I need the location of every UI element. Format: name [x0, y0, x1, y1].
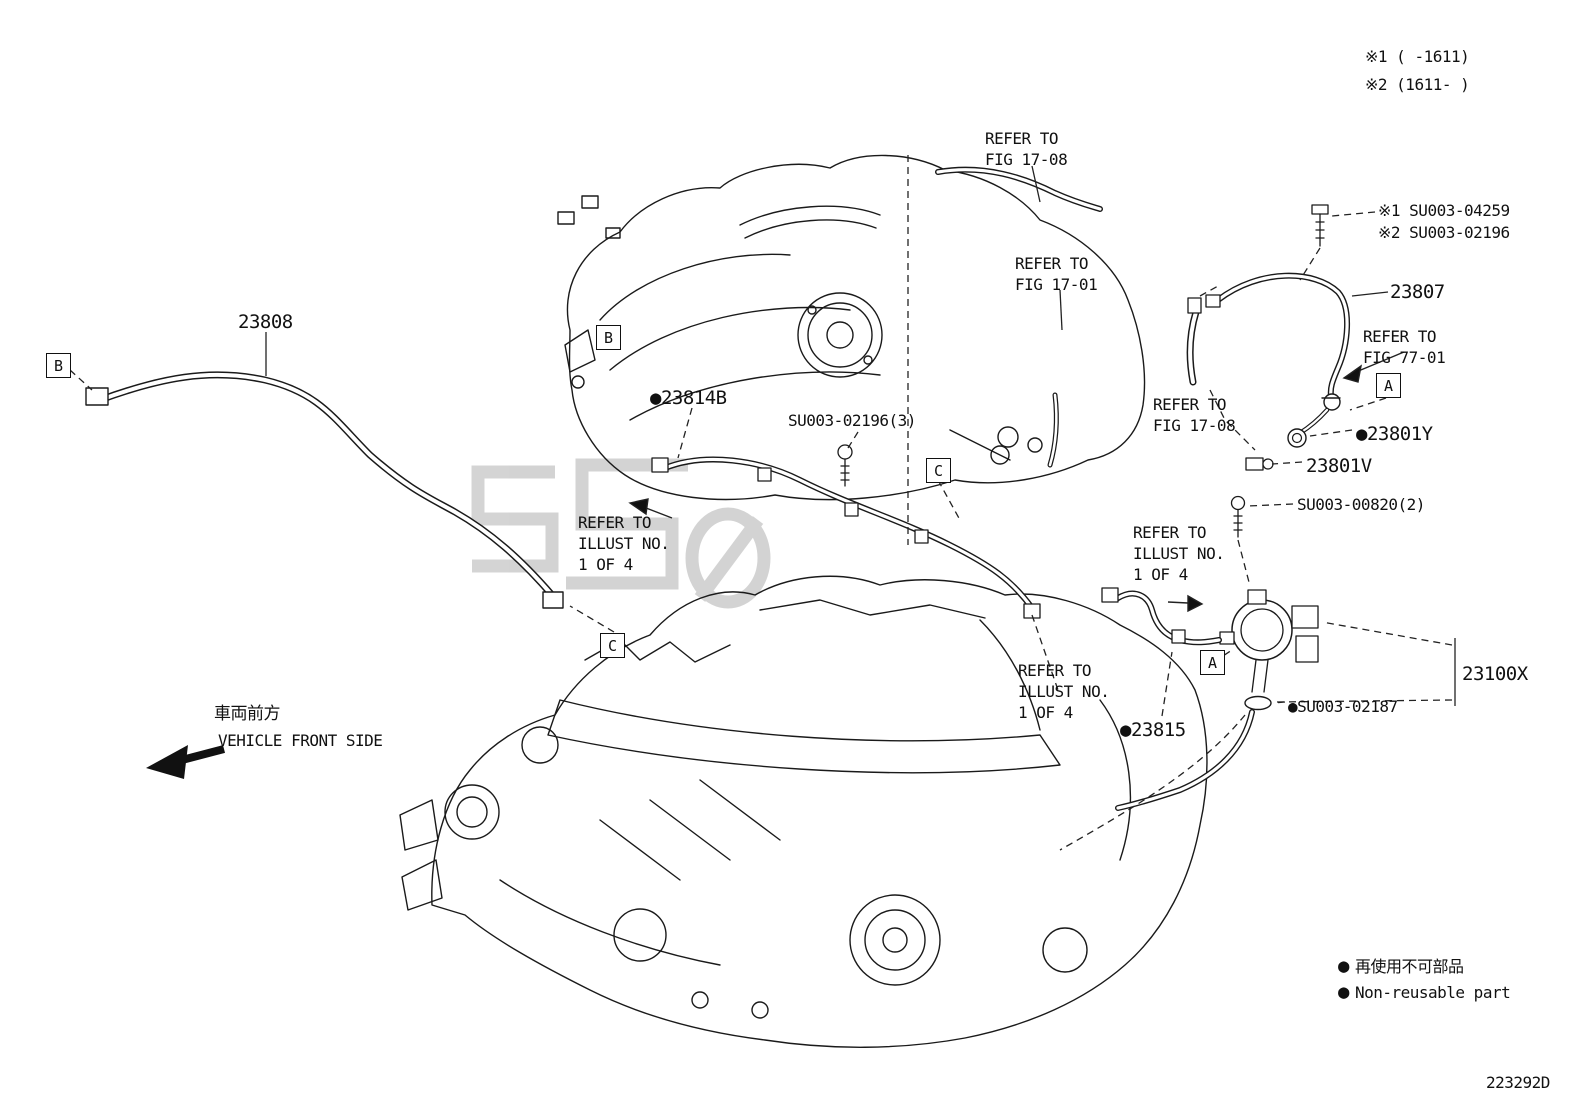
label-refer-fig-17-08-top: REFER TO FIG 17-08: [985, 129, 1068, 170]
diagram-id: 223292D: [1486, 1073, 1550, 1092]
non-reusable-bullet-icon: ●: [1338, 955, 1349, 977]
label-part-23808: 23808: [238, 311, 293, 333]
label-refer-illust-mid: REFER TO ILLUST NO. 1 OF 4: [1133, 523, 1225, 585]
label-su003-04259: ※1 SU003-04259: [1378, 201, 1510, 220]
note-1: ※1 ( -1611): [1365, 47, 1470, 66]
non-reusable-bullet-icon: ●: [1338, 981, 1349, 1003]
watermark-logo: [471, 458, 771, 609]
label-part-23815: ●23815: [1120, 719, 1186, 741]
legend-en-text: Non-reusable part: [1354, 983, 1511, 1002]
callout-c-mid: C: [926, 458, 951, 483]
label-refer-fig-17-01: REFER TO FIG 17-01: [1015, 254, 1098, 295]
legend-jp-text: 再使用不可部品: [1354, 957, 1464, 976]
vehicle-front-arrow: [146, 745, 226, 779]
label-refer-fig-77-01: REFER TO FIG 77-01: [1363, 327, 1446, 368]
label-part-23807: 23807: [1390, 281, 1445, 303]
label-su003-02196-3: SU003-02196(3): [788, 411, 916, 430]
label-refer-fig-17-08-right: REFER TO FIG 17-08: [1153, 395, 1236, 436]
note-2: ※2 (1611- ): [1365, 75, 1470, 94]
legend-non-reusable-jp: ● 再使用不可部品: [1338, 953, 1464, 977]
callout-a-mid: A: [1200, 650, 1225, 675]
callout-b-left: B: [46, 353, 71, 378]
label-su003-00820-2: SU003-00820(2): [1297, 495, 1425, 514]
label-part-23100x: 23100X: [1462, 663, 1528, 685]
label-part-23801y: ●23801Y: [1356, 423, 1433, 445]
label-refer-illust-left: REFER TO ILLUST NO. 1 OF 4: [578, 513, 670, 575]
label-part-23814b: ●23814B: [650, 387, 727, 409]
callout-b-manifold: B: [596, 325, 621, 350]
label-refer-illust-bottom: REFER TO ILLUST NO. 1 OF 4: [1018, 661, 1110, 723]
callout-a-right: A: [1376, 373, 1401, 398]
legend-non-reusable-en: ● Non-reusable part: [1338, 981, 1511, 1003]
vehicle-front-label-en: VEHICLE FRONT SIDE: [218, 731, 383, 750]
callout-c-left: C: [600, 633, 625, 658]
label-su003-02196: ※2 SU003-02196: [1378, 223, 1510, 242]
vehicle-front-label-jp: 車両前方: [214, 704, 281, 724]
label-part-23801v: 23801V: [1306, 455, 1372, 477]
label-su003-02187: ●SU003-02187: [1288, 697, 1398, 716]
